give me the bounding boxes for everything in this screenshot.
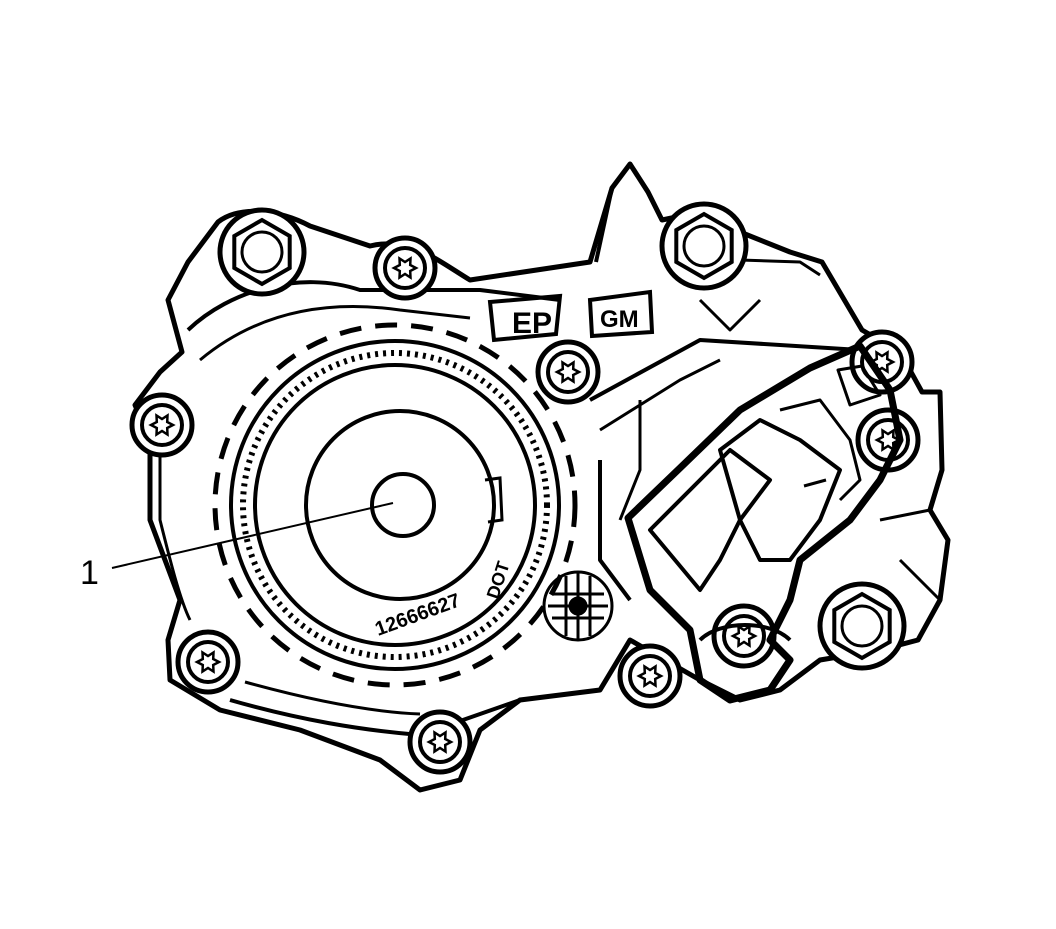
- torx-bolt-icon: [129, 392, 195, 458]
- torx-bolt-icon: [372, 235, 438, 301]
- vent-grille: [542, 570, 614, 642]
- torx-bolt-icon: [711, 603, 777, 669]
- thermostat-cover: [624, 342, 904, 704]
- dot-mark: DOT: [483, 559, 514, 601]
- hex-bolt-icon: [217, 207, 307, 297]
- callout-1: 1: [80, 502, 394, 592]
- callout-1-label: 1: [80, 554, 99, 592]
- sprocket: [212, 322, 578, 688]
- logo-mark: GM: [600, 306, 639, 333]
- torx-bolt-icon: [407, 709, 473, 775]
- shaft-hub: [370, 472, 436, 538]
- mounting-bolts: [129, 201, 921, 775]
- embossed-markings: EP GM DOT 12666627: [372, 289, 655, 641]
- pump-housing: [132, 161, 951, 793]
- ep-mark: EP: [512, 307, 552, 340]
- torx-bolt-icon: [535, 339, 601, 405]
- torx-bolt-icon: [175, 629, 241, 695]
- torx-bolt-icon: [617, 643, 683, 709]
- hex-bolt-icon: [659, 201, 749, 291]
- hex-bolt-icon: [817, 581, 907, 671]
